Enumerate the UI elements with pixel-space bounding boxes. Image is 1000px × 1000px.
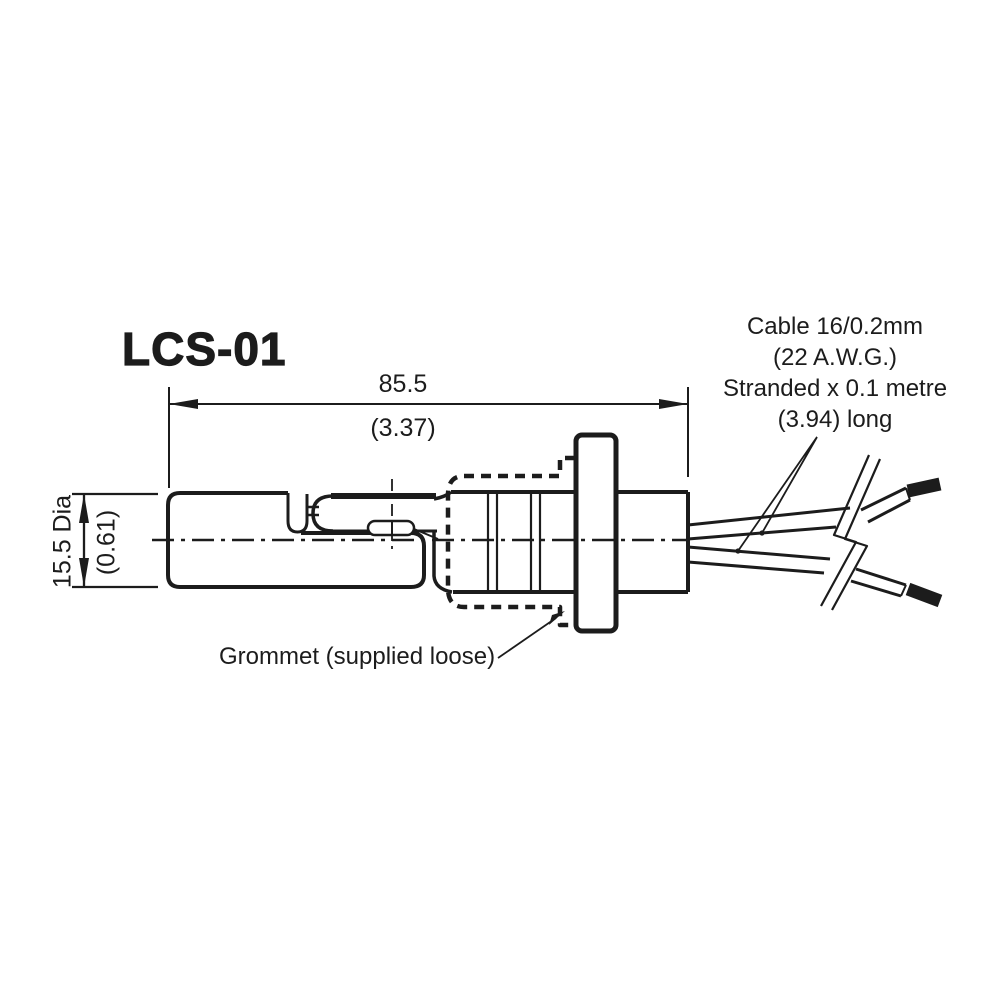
cable-note-line: (22 A.W.G.) [772, 344, 898, 371]
cable-leader-line [735, 436, 818, 554]
wire-stubs [687, 506, 851, 575]
grommet-leader-line [497, 611, 565, 659]
neck [432, 531, 453, 594]
cable-note-line: Cable 16/0.2mm [746, 313, 924, 340]
diameter-dimension-value: 15.5 Dia [48, 494, 77, 589]
hinge-arm [311, 479, 453, 594]
grommet-label: Grommet (supplied loose) [219, 643, 496, 670]
grommet-dashed-outline [445, 455, 575, 628]
arrowhead-up [79, 494, 89, 523]
length-dimension [168, 387, 689, 488]
wire-ends [850, 486, 911, 598]
wire-tip-upper [906, 477, 942, 498]
drawing-title: LCS-01 [121, 322, 287, 375]
diameter-dimension [72, 492, 158, 589]
diameter-dimension-inches: (0.61) [92, 509, 121, 576]
sensor-body [451, 490, 690, 594]
float-tab [286, 493, 309, 534]
cable-note: Cable 16/0.2mm (22 A.W.G.) Stranded x 0.… [703, 311, 967, 435]
length-dimension-value: 85.5 [378, 370, 428, 398]
arrowhead-grommet [549, 611, 565, 625]
wires [687, 477, 943, 608]
wire-tip-lower [905, 582, 943, 608]
cable-break-symbol [820, 454, 882, 611]
arrowhead-right [659, 399, 688, 409]
arrowhead-down [79, 558, 89, 587]
cable-note-line: (3.94) long [777, 406, 893, 433]
arrowhead-left [169, 399, 198, 409]
cable-note-line: Stranded x 0.1 metre [722, 375, 948, 402]
body-grooves [486, 492, 542, 592]
mounting-flange [573, 432, 619, 634]
length-dimension-inches: (3.37) [370, 414, 436, 442]
